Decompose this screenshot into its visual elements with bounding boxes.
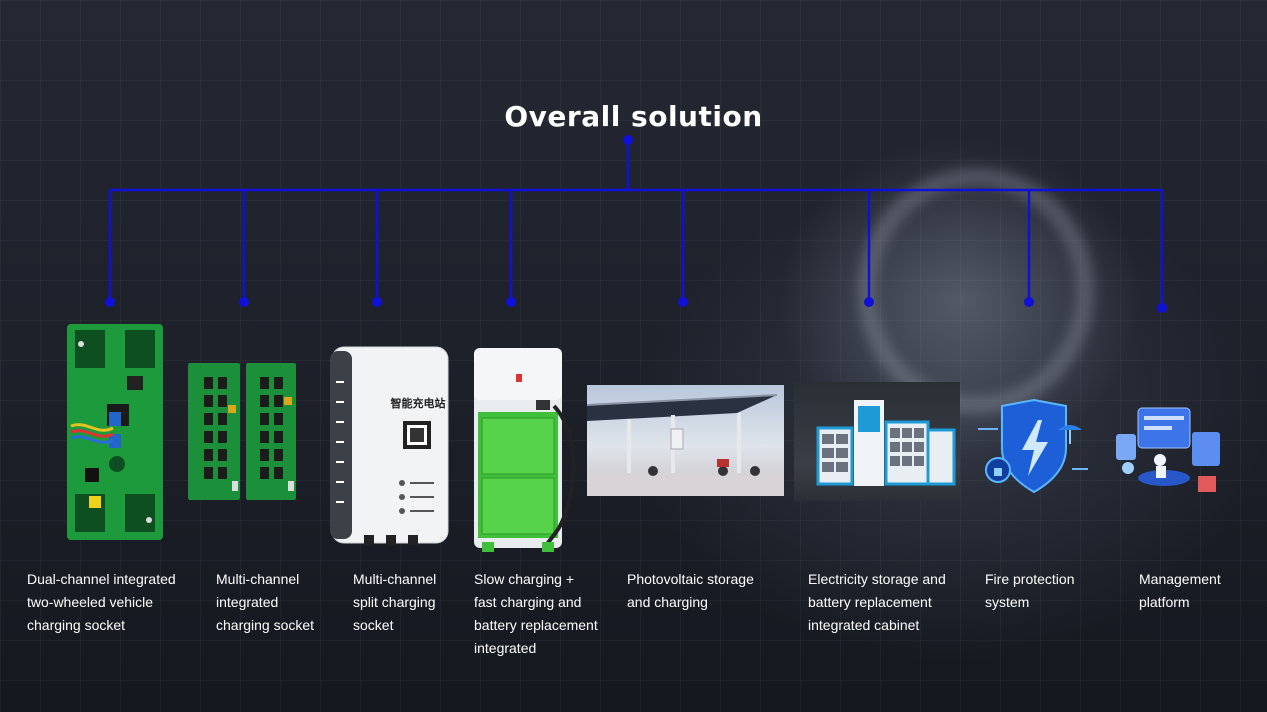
item-label-battery-cabinet: Electricity storage and battery replacem…	[808, 571, 946, 633]
multi-channel-integrated-socket-image	[188, 363, 296, 500]
root-node-dot	[623, 135, 633, 145]
battery-replacement-cabinet-image	[794, 382, 960, 501]
item-label-multi-channel-integrated: Multi-channel integrated charging socket	[216, 571, 315, 633]
item-label-fire-protection: Fire protection system	[985, 571, 1075, 610]
page-title: Overall solution	[504, 100, 763, 133]
management-platform-icon	[1102, 404, 1228, 498]
item-label-management-platform: Management platform	[1139, 571, 1221, 610]
split-charging-socket-image: 智能充电站	[330, 345, 450, 545]
item-label-multi-channel-split: Multi-channel split charging socket	[353, 571, 437, 633]
dual-channel-socket-image	[67, 324, 163, 540]
item-label-dual-channel-socket: Dual-channel integrated two-wheeled vehi…	[27, 571, 176, 633]
fire-protection-shield-icon	[972, 398, 1096, 498]
item-label-slow-fast-charging: Slow charging + fast charging and batter…	[474, 571, 598, 656]
slow-fast-charging-cabinet-image	[472, 346, 582, 558]
item-label-photovoltaic: Photovoltaic storage and charging	[627, 571, 754, 610]
photovoltaic-carport-image	[587, 385, 784, 496]
station-sign-text: 智能充电站	[390, 398, 446, 410]
